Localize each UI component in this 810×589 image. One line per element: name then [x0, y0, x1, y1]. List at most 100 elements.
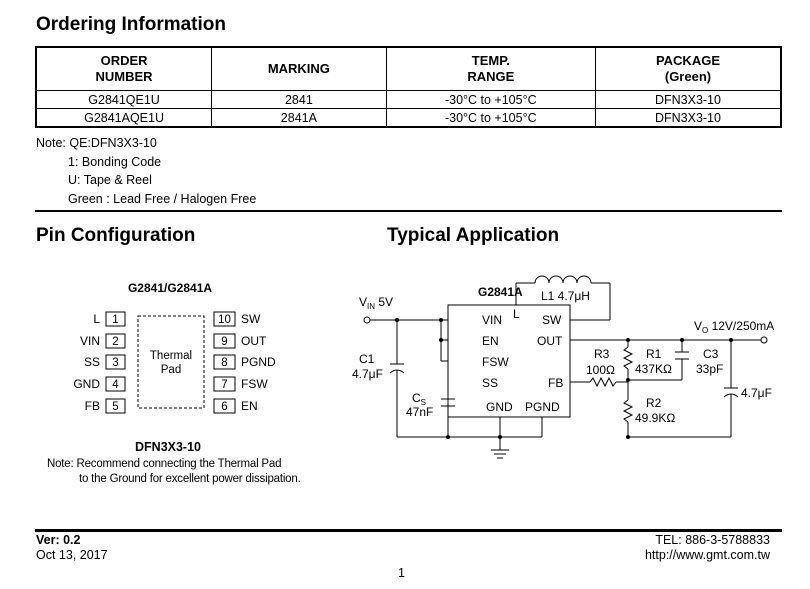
r2-value: 49.9KΩ	[635, 411, 675, 425]
table-row: G2841AQE1U 2841A -30°C to +105°C DFN3X3-…	[35, 108, 782, 128]
c3-name: C3	[703, 347, 719, 361]
note-label: Note: QE:DFN3X3-10	[36, 136, 157, 150]
pin-box	[213, 311, 236, 327]
pin-note-line: Note: Recommend connecting the Thermal P…	[47, 458, 282, 470]
marking-cell: 2841	[211, 90, 387, 109]
junction-dot	[729, 338, 733, 342]
package-cell: DFN3X3-10	[594, 90, 782, 109]
r3-value: 100Ω	[586, 363, 615, 377]
page-number: 1	[398, 566, 405, 580]
pin-number: 6	[221, 401, 227, 413]
order-number-cell: G2841QE1U	[35, 90, 213, 109]
pin-pgnd-label: PGND	[525, 400, 560, 414]
thermal-pad-label: Pad	[161, 364, 181, 376]
pin-number: 8	[221, 357, 227, 369]
pin-box	[105, 311, 126, 327]
junction-dot	[439, 338, 443, 342]
pin-box	[105, 376, 126, 392]
vin-label: VIN 5V	[359, 295, 393, 311]
header-package: PACKAGE(Green)	[594, 46, 782, 91]
pin-box	[105, 398, 126, 414]
junction-dot	[395, 318, 399, 322]
pin-vin-label: VIN	[482, 313, 502, 327]
pin-number: 2	[112, 336, 118, 348]
pin-note-line: to the Ground for excellent power dissip…	[79, 473, 301, 485]
junction-dot	[626, 378, 630, 382]
section-divider	[35, 210, 782, 212]
pin-name: FSW	[241, 377, 268, 391]
vin-terminal	[363, 316, 371, 324]
header-temp-range: TEMP.RANGE	[385, 46, 596, 91]
pin-box	[213, 398, 236, 414]
junction-dot	[439, 318, 443, 322]
note-line: U: Tape & Reel	[68, 173, 152, 187]
c3-value: 33pF	[696, 362, 723, 376]
pin-name: GND	[73, 377, 100, 391]
pin-number: 5	[112, 401, 118, 413]
r2-name: R2	[646, 396, 662, 410]
pin-out-label: OUT	[537, 334, 563, 348]
thermal-pad-label: Thermal	[150, 350, 192, 362]
pin-box	[105, 354, 126, 370]
pin-name: L	[93, 312, 100, 326]
note-line: 1: Bonding Code	[68, 154, 162, 169]
cs-value: 47nF	[406, 405, 433, 419]
pin-fsw-label: FSW	[482, 355, 509, 369]
ordering-title: Ordering Information	[36, 14, 226, 35]
version: Ver: 0.2	[36, 533, 81, 547]
r1-name: R1	[646, 347, 662, 361]
footer-divider	[35, 529, 782, 532]
pin-name: SS	[84, 355, 100, 369]
note-line: Green : Lead Free / Halogen Free	[68, 191, 257, 206]
vout-label: VO 12V/250mA	[694, 319, 774, 335]
pin-en-label: EN	[482, 334, 499, 348]
pin-box	[213, 354, 236, 370]
pin-fb-label: FB	[548, 376, 563, 390]
pin-box	[105, 333, 126, 349]
pin-number: 9	[221, 336, 227, 348]
pin-sw-label: SW	[542, 313, 562, 327]
header-marking: MARKING	[211, 46, 387, 91]
junction-dot	[498, 435, 502, 439]
c1-value: 4.7μF	[352, 367, 383, 381]
website-link[interactable]: http://www.gmt.com.tw	[644, 548, 770, 562]
date: Oct 13, 2017	[36, 548, 108, 562]
right-pins: 10 SW 9 OUT 8 PGND 7 FSW 6 EN	[213, 311, 276, 414]
pin-number: 1	[112, 314, 118, 326]
pin-name: EN	[241, 399, 258, 413]
r1-value: 437KΩ	[635, 362, 672, 376]
vout-terminal	[760, 336, 768, 344]
pin-config-note: Note: Recommend connecting the Thermal P…	[47, 457, 301, 487]
pin-part-name: G2841/G2841A	[128, 281, 212, 295]
typical-app-title: Typical Application	[387, 225, 560, 246]
telephone: TEL: 886-3-5788833	[655, 533, 770, 547]
c1-name: C1	[359, 352, 375, 366]
ic-name: G2841A	[478, 285, 523, 299]
pin-box	[213, 333, 236, 349]
junction-dot	[626, 338, 630, 342]
pin-config-title: Pin Configuration	[36, 225, 196, 246]
pin-name: FB	[85, 399, 100, 413]
pin-l-label: L	[513, 307, 520, 321]
ordering-note: Note: QE:DFN3X3-10 1: Bonding Code U: Ta…	[36, 134, 256, 208]
pin-gnd-label: GND	[486, 400, 513, 414]
order-number-cell: G2841AQE1U	[35, 108, 213, 128]
cs-name: CS	[412, 391, 426, 407]
junction-dot	[446, 435, 450, 439]
pin-name: VIN	[80, 334, 100, 348]
pin-config-diagram: G2841/G2841A L 1 VIN 2 SS 3 GND 4 FB 5 1…	[73, 281, 276, 454]
thermal-pad	[137, 315, 205, 409]
pin-number: 3	[112, 357, 118, 369]
r3-name: R3	[594, 347, 610, 361]
pin-name: SW	[241, 312, 261, 326]
left-pins: L 1 VIN 2 SS 3 GND 4 FB 5	[73, 311, 126, 414]
pin-ss-label: SS	[482, 376, 498, 390]
package-cell: DFN3X3-10	[594, 108, 782, 128]
pin-number: 7	[221, 379, 227, 391]
temp-range-cell: -30°C to +105°C	[385, 108, 596, 128]
junction-dot	[680, 338, 684, 342]
junction-dot	[626, 435, 630, 439]
typical-app-schematic: G2841A VIN 5V VO 12V/250mA L1 4.7μH VIN …	[352, 275, 774, 459]
